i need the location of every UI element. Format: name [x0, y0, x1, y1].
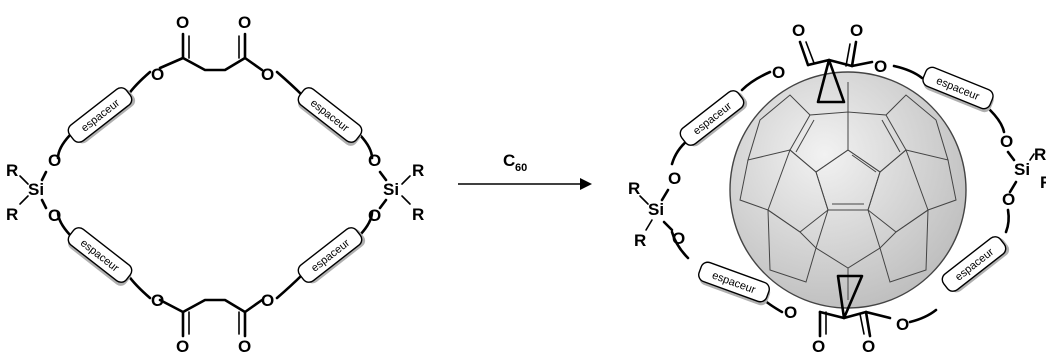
carbonyl-oxygen: O [850, 21, 863, 40]
ester-oxygen: O [896, 315, 909, 334]
silicon-atom: Si [648, 200, 664, 219]
substituent-r: R [6, 161, 18, 180]
silicon-atom: Si [383, 180, 399, 199]
silyl-left: O O Si R R [6, 151, 61, 225]
spacer-top-left: espaceur [67, 87, 136, 144]
silyl-left: O O Si R R [628, 169, 685, 250]
bottom-malonate: O O O O [151, 291, 274, 356]
spacer-bottom-right: espaceur [941, 236, 1010, 293]
spacer-bottom-left: espaceur [67, 227, 133, 286]
silyl-oxygen: O [368, 151, 381, 170]
silyl-oxygen: O [668, 169, 681, 188]
substituent-r: R [6, 205, 18, 224]
substituent-r: R [412, 161, 424, 180]
fullerene-c60 [729, 71, 967, 309]
silyl-right: O O Si R R [368, 151, 424, 225]
substituent-r: R [412, 205, 424, 224]
silyl-oxygen: O [1000, 132, 1013, 151]
carbonyl-oxygen: O [176, 13, 189, 32]
silyl-oxygen: O [48, 206, 61, 225]
silyl-oxygen: O [672, 229, 685, 248]
substituent-r: R [1034, 145, 1046, 164]
substituent-r: R [628, 179, 640, 198]
silyl-oxygen: O [1002, 190, 1015, 209]
fullerene-adduct: O O O O O O O O espaceur espa [628, 21, 1046, 356]
substituent-r: R [1040, 173, 1046, 192]
carbonyl-oxygen: O [238, 13, 251, 32]
spacer-top-right: espaceur [297, 87, 363, 146]
silicon-atom: Si [1014, 160, 1030, 179]
substituent-r: R [634, 231, 646, 250]
silyl-oxygen: O [368, 206, 381, 225]
carbonyl-oxygen: O [862, 337, 875, 356]
ester-oxygen: O [151, 291, 164, 310]
macrocycle-reactant: O O O O O O O O espaceur [6, 13, 424, 356]
carbonyl-oxygen: O [792, 21, 805, 40]
silyl-oxygen: O [48, 151, 61, 170]
reaction-arrow: C 60 [458, 151, 592, 190]
ester-oxygen: O [261, 65, 274, 84]
ester-oxygen: O [151, 65, 164, 84]
carbonyl-oxygen: O [176, 337, 189, 356]
spacer-bottom-left: espaceur [698, 261, 771, 306]
carbonyl-oxygen: O [812, 337, 825, 356]
ester-oxygen: O [874, 57, 887, 76]
ester-oxygen: O [772, 63, 785, 82]
ester-oxygen: O [784, 303, 797, 322]
silicon-atom: Si [28, 180, 44, 199]
carbonyl-oxygen: O [238, 337, 251, 356]
silyl-right: O O Si R R [1000, 132, 1046, 209]
reagent-subscript: 60 [515, 162, 527, 174]
spacer-bottom-right: espaceur [297, 227, 366, 284]
spacer-top-left: espaceur [679, 90, 748, 147]
ester-oxygen: O [261, 291, 274, 310]
reagent-label: C [503, 151, 515, 170]
top-malonate: O O O O [151, 13, 274, 84]
